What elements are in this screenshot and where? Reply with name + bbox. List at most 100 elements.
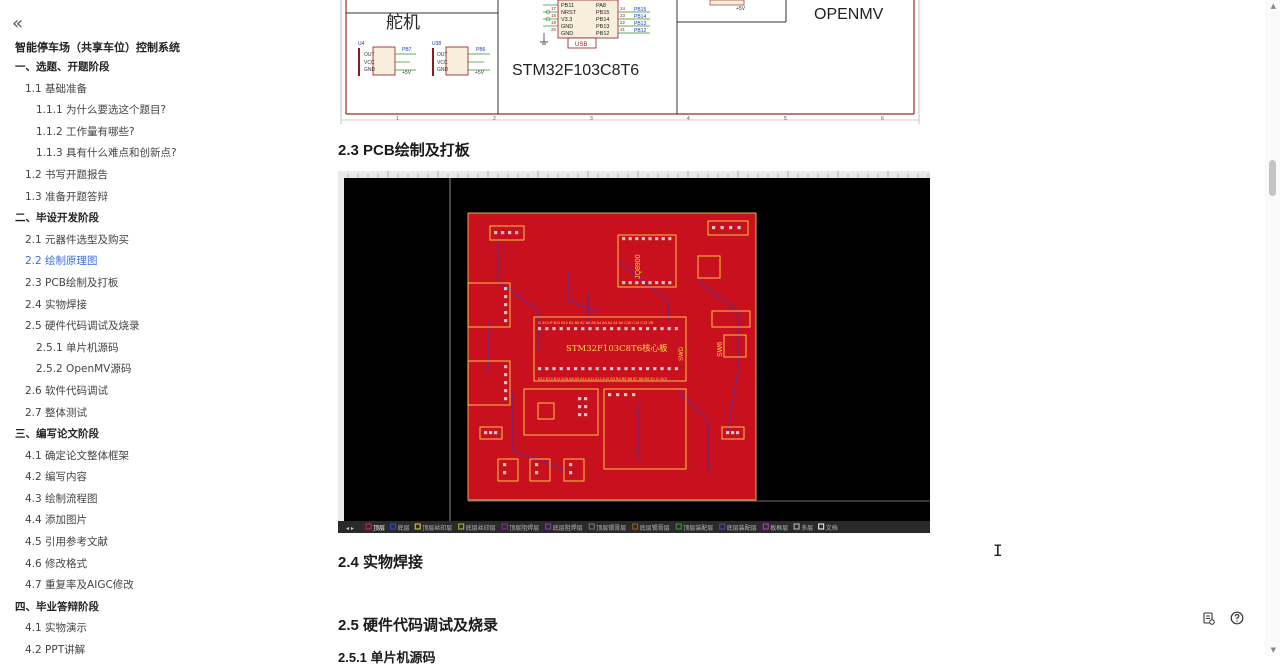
layer-color-swatch[interactable] xyxy=(390,523,397,530)
toc-item[interactable]: 2.7 整体测试 xyxy=(25,406,88,419)
layer-tab[interactable]: 底层阻焊层 xyxy=(553,524,583,532)
toc-item[interactable]: 1.1 基础准备 xyxy=(25,82,88,95)
toc-item[interactable]: 4.2 编写内容 xyxy=(25,471,88,484)
scroll-up-arrow-icon[interactable]: ▲ xyxy=(1270,2,1276,10)
collapse-sidebar-icon[interactable]: « xyxy=(12,13,24,34)
pcb-pad xyxy=(653,327,657,331)
u38-pin-gnd: GND xyxy=(437,67,449,73)
toc-item[interactable]: 1.1.2 工作量有哪些? xyxy=(36,125,135,138)
toc-item[interactable]: 1.3 准备开题答辩 xyxy=(25,190,109,203)
layer-color-swatch[interactable] xyxy=(632,523,639,530)
pcb-pad xyxy=(648,237,652,241)
layer-color-swatch[interactable] xyxy=(818,523,825,530)
pcb-pad xyxy=(628,237,632,241)
toc-item[interactable]: 2.5.2 OpenMV源码 xyxy=(36,363,132,376)
toc-item[interactable]: 4.2 PPT讲解 xyxy=(25,644,86,657)
layer-tab[interactable]: 底层丝印层 xyxy=(466,524,496,532)
layer-tab[interactable]: 底层装配层 xyxy=(727,524,757,532)
toc-item[interactable]: 二、毕设开发阶段 xyxy=(15,212,99,225)
mcu-pin-label: NRST xyxy=(561,10,577,16)
layer-color-swatch[interactable] xyxy=(675,523,682,530)
layer-tab[interactable]: 板框层 xyxy=(770,524,788,532)
pcb-pad xyxy=(484,431,488,435)
pcb-pad xyxy=(653,367,657,371)
toc-item[interactable]: 四、毕业答辩阶段 xyxy=(15,600,99,613)
openmv-5v: +5V xyxy=(736,6,746,12)
layer-color-swatch[interactable] xyxy=(545,523,552,530)
toc-item[interactable]: 2.6 软件代码调试 xyxy=(25,384,109,397)
layer-tab[interactable]: 顶层锡膏层 xyxy=(596,524,626,532)
mcu-pin-label: PB11 xyxy=(561,3,574,9)
pcb-pad xyxy=(638,367,642,371)
mcu-pin-number: 19 xyxy=(551,20,557,25)
toc-item[interactable]: 2.4 实物焊接 xyxy=(25,298,88,311)
pcb-bottom-pin-labels: B12 B13 B14 B15 A8 A9 A10 A11 A12 A15 B3… xyxy=(538,377,667,381)
toc-item[interactable]: 1.1.1 为什么要选这个题目? xyxy=(36,104,167,117)
pcb-pad xyxy=(574,327,578,331)
layer-color-swatch[interactable] xyxy=(762,523,769,530)
pcb-pad xyxy=(667,367,671,371)
scroll-down-arrow-icon[interactable]: ▼ xyxy=(1270,646,1276,654)
toc-list: 一、选题、开题阶段 1.1 基础准备 1.1.1 为什么要选这个题目? 1.1.2 工… xyxy=(0,57,210,662)
toc-item[interactable]: 4.4 添加图片 xyxy=(25,514,88,527)
layer-scroll-arrows-icon[interactable]: ◂ ▸ xyxy=(346,525,354,532)
pcb-pad xyxy=(622,281,626,285)
layer-tab[interactable]: 底层锡膏层 xyxy=(640,524,670,532)
scroll-thumb[interactable] xyxy=(1269,160,1276,196)
pcb-pad xyxy=(617,367,621,371)
toc-item[interactable]: 4.1 实物演示 xyxy=(25,622,88,635)
layer-color-swatch[interactable] xyxy=(365,523,372,530)
layer-tab[interactable]: 顶层阻焊层 xyxy=(509,524,539,532)
toc-item[interactable]: 一、选题、开题阶段 xyxy=(15,61,110,73)
toc-item[interactable]: 1.1.3 具有什么难点和创新点? xyxy=(36,147,177,160)
toc-item[interactable]: 三、编写论文阶段 xyxy=(15,428,99,441)
toc-item[interactable]: 4.3 绘制流程图 xyxy=(25,492,98,505)
pcb-pad xyxy=(552,327,556,331)
pcb-pad xyxy=(552,367,556,371)
pcb-pad xyxy=(648,281,652,285)
toc-item[interactable]: 4.7 重复率及AIGC修改 xyxy=(25,579,134,592)
help-icon[interactable] xyxy=(1225,606,1249,630)
u4-5v: +5V xyxy=(402,70,412,76)
net-label: PB13 xyxy=(634,21,646,27)
toc-item[interactable]: 2.5 硬件代码调试及烧录 xyxy=(25,320,140,333)
layer-color-swatch[interactable] xyxy=(719,523,726,530)
toc-item[interactable]: 1.2 书写开题报告 xyxy=(25,168,109,181)
toc-item[interactable]: 4.1 确定论文整体框架 xyxy=(25,449,130,462)
toc-title[interactable]: 智能停车场（共享车位）控制系统 xyxy=(15,41,180,54)
layer-tab[interactable]: 顶层丝印层 xyxy=(422,524,452,532)
layer-tab[interactable]: 底层 xyxy=(398,524,410,532)
vertical-scrollbar[interactable]: ▲ ▼ xyxy=(1265,0,1280,656)
layer-tab[interactable]: 多层 xyxy=(801,524,813,532)
pcb-pad xyxy=(731,431,735,435)
mcu-pin-label: GND xyxy=(561,24,573,30)
document-icon[interactable] xyxy=(1196,606,1220,630)
layer-tab[interactable]: 文档 xyxy=(826,524,838,532)
layer-color-swatch[interactable] xyxy=(588,523,595,530)
mcu-pin-number: 21 xyxy=(620,27,626,32)
layer-color-swatch[interactable] xyxy=(414,523,421,530)
mcu-label: STM32F103C8T6 xyxy=(512,62,639,79)
toc-item[interactable]: 2.3 PCB绘制及打板 xyxy=(25,276,119,289)
layer-tab[interactable]: 顶层装配层 xyxy=(683,524,713,532)
layer-color-swatch[interactable] xyxy=(793,523,800,530)
toc-item[interactable]: 2.5.1 单片机源码 xyxy=(36,341,119,354)
toc-item[interactable]: 2.1 元器件选型及购买 xyxy=(25,233,130,246)
main-content: 舵机 U4 OUT VCC GND PB7 +5V U38 OUT VCC GN… xyxy=(210,0,1265,665)
pcb-pad xyxy=(569,463,573,467)
layer-color-swatch[interactable] xyxy=(501,523,508,530)
pcb-jq-label: JQ8900 xyxy=(635,254,642,279)
pcb-pad xyxy=(569,471,573,475)
mcu-right-pins: PA8PB15PB14PB13PB1224232221PB15PB14PB13P… xyxy=(596,3,650,37)
toc-item[interactable]: 4.6 修改格式 xyxy=(25,557,88,570)
layer-tab[interactable]: 顶层 xyxy=(373,525,385,532)
layer-tabs-bar[interactable]: ◂ ▸ 顶层 底层 顶层丝印层 底层丝印层 顶层阻焊层 底层阻焊层 顶层锡膏层 底层锡膏层 顶层装… xyxy=(346,523,838,532)
pcb-pad xyxy=(668,281,672,285)
toc-item[interactable]: 4.5 引用参考文献 xyxy=(25,536,109,549)
layer-color-swatch[interactable] xyxy=(458,523,465,530)
pcb-pad xyxy=(628,281,632,285)
section-2-5-heading: 2.5 硬件代码调试及烧录 xyxy=(338,617,499,634)
net-label: PB12 xyxy=(634,28,646,34)
toc-item[interactable]: 2.2 绘制原理图 xyxy=(25,255,98,268)
